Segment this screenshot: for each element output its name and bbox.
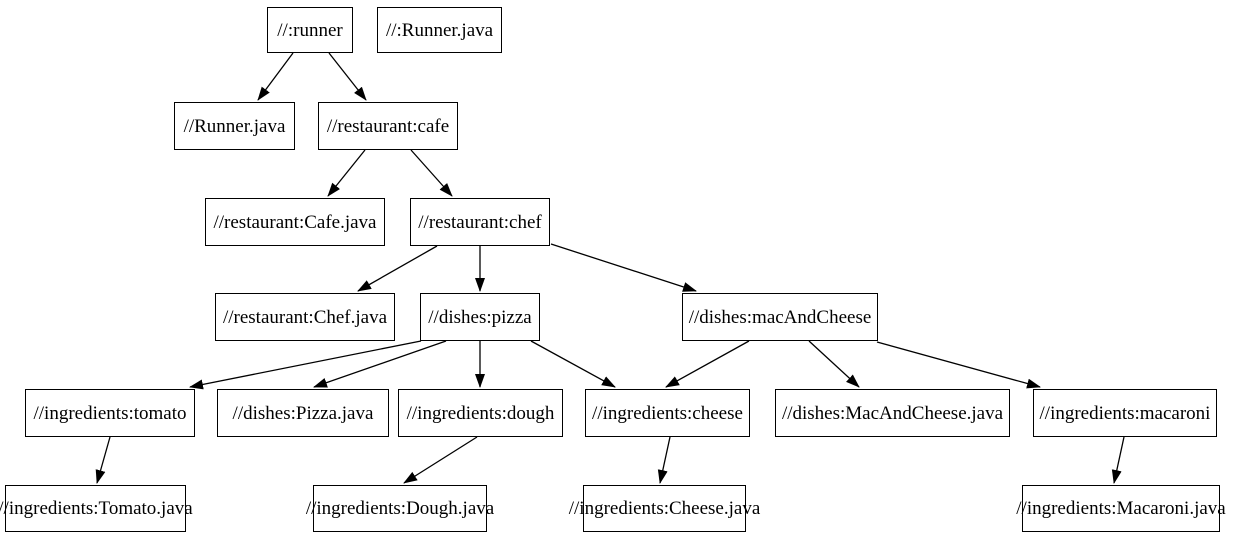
edge-cafe-to-cafe-java [327, 149, 366, 197]
node-chef-java: //restaurant:Chef.java [215, 293, 395, 341]
node-macaroni: //ingredients:macaroni [1033, 389, 1217, 437]
edge-chef-to-mac-and-cheese [550, 243, 697, 292]
node-pizza-java: //dishes:Pizza.java [217, 389, 389, 437]
edge-runner-to-cafe [328, 52, 367, 101]
node-tomato: //ingredients:tomato [25, 389, 195, 437]
node-runner: //:runner [267, 7, 353, 53]
edge-mac-and-cheese-to-macaroni [876, 341, 1041, 389]
node-cafe-java: //restaurant:Cafe.java [205, 198, 385, 246]
node-chef: //restaurant:chef [410, 198, 550, 246]
edge-pizza-to-pizza-java [313, 340, 447, 388]
node-mac-and-cheese: //dishes:macAndCheese [682, 293, 878, 341]
edge-runner-to-runner-java [257, 52, 294, 101]
edge-pizza-to-tomato [189, 340, 422, 390]
edge-mac-and-cheese-to-cheese [665, 340, 750, 388]
node-dough-java: //ingredients:Dough.java [306, 485, 494, 532]
edge-pizza-to-cheese [530, 340, 616, 388]
node-cheese-java: //ingredients:Cheese.java [569, 485, 760, 532]
node-mac-and-cheese-java: //dishes:MacAndCheese.java [775, 389, 1010, 437]
edge-cheese-to-cheese-java [657, 436, 671, 484]
edge-mac-and-cheese-to-mac-and-cheese-java [808, 340, 860, 388]
node-cafe: //restaurant:cafe [318, 102, 458, 150]
edge-tomato-to-tomato-java [95, 436, 111, 484]
node-runner-java-target: //:Runner.java [377, 7, 502, 53]
edge-dough-to-dough-java [403, 436, 478, 484]
node-pizza: //dishes:pizza [420, 293, 540, 341]
node-tomato-java: //ingredients:Tomato.java [0, 485, 193, 532]
edge-chef-to-chef-java [357, 245, 438, 292]
node-dough: //ingredients:dough [398, 389, 563, 437]
node-runner-java: //Runner.java [174, 102, 295, 150]
edge-macaroni-to-macaroni-java [1111, 436, 1125, 484]
node-macaroni-java: //ingredients:Macaroni.java [1016, 485, 1226, 532]
edge-cafe-to-chef [410, 149, 453, 197]
node-cheese: //ingredients:cheese [585, 389, 750, 437]
